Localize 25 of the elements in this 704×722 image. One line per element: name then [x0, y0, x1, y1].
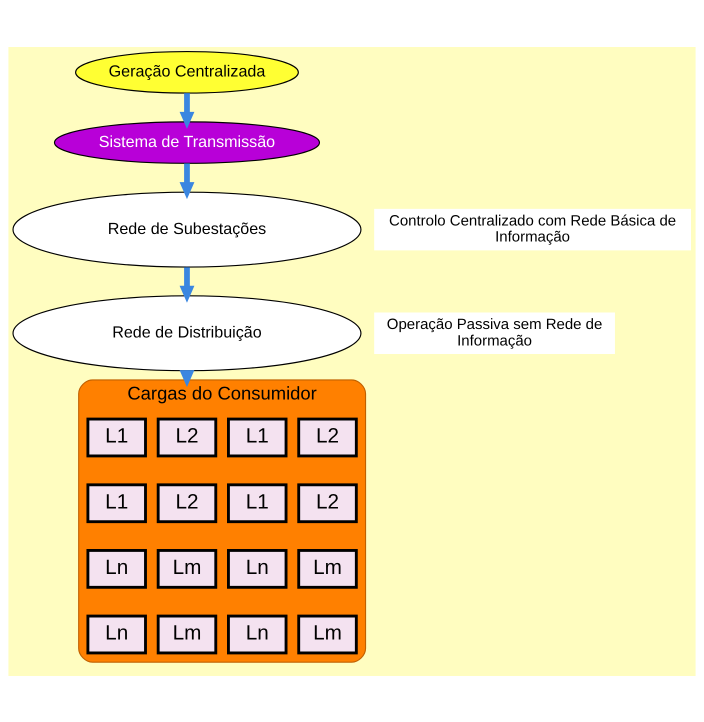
label: Controlo Centralizado com Rede Básica de Informação [389, 212, 676, 246]
node-box: Lm [156, 548, 218, 588]
node-box: Lm [297, 614, 358, 654]
label: Operação Passiva sem Rede de Informação [386, 316, 602, 349]
node-box: L1 [227, 417, 288, 457]
node-box: L1 [86, 482, 147, 523]
node-ellipse: Rede de Subestações [12, 191, 362, 268]
node-box: Ln [86, 614, 147, 654]
node-box: Ln [227, 614, 288, 654]
node-box: L1 [227, 482, 288, 523]
arrow [180, 92, 194, 128]
node-ellipse: Sistema de Transmissão [54, 120, 320, 164]
node-box: L2 [156, 417, 218, 457]
node-box: L2 [156, 482, 218, 523]
node-box: L2 [297, 482, 358, 523]
node-box: L2 [297, 417, 358, 457]
node-ellipse: Geração Centralizada [75, 50, 299, 94]
node-box: L1 [86, 417, 147, 457]
node-box: Lm [156, 614, 218, 654]
arrow [180, 266, 194, 302]
node-box: Ln [227, 548, 288, 588]
node-box: Ln [86, 548, 147, 588]
node-box: Lm [297, 548, 358, 588]
arrow [180, 162, 194, 199]
node-ellipse: Rede de Distribuição [12, 294, 362, 371]
